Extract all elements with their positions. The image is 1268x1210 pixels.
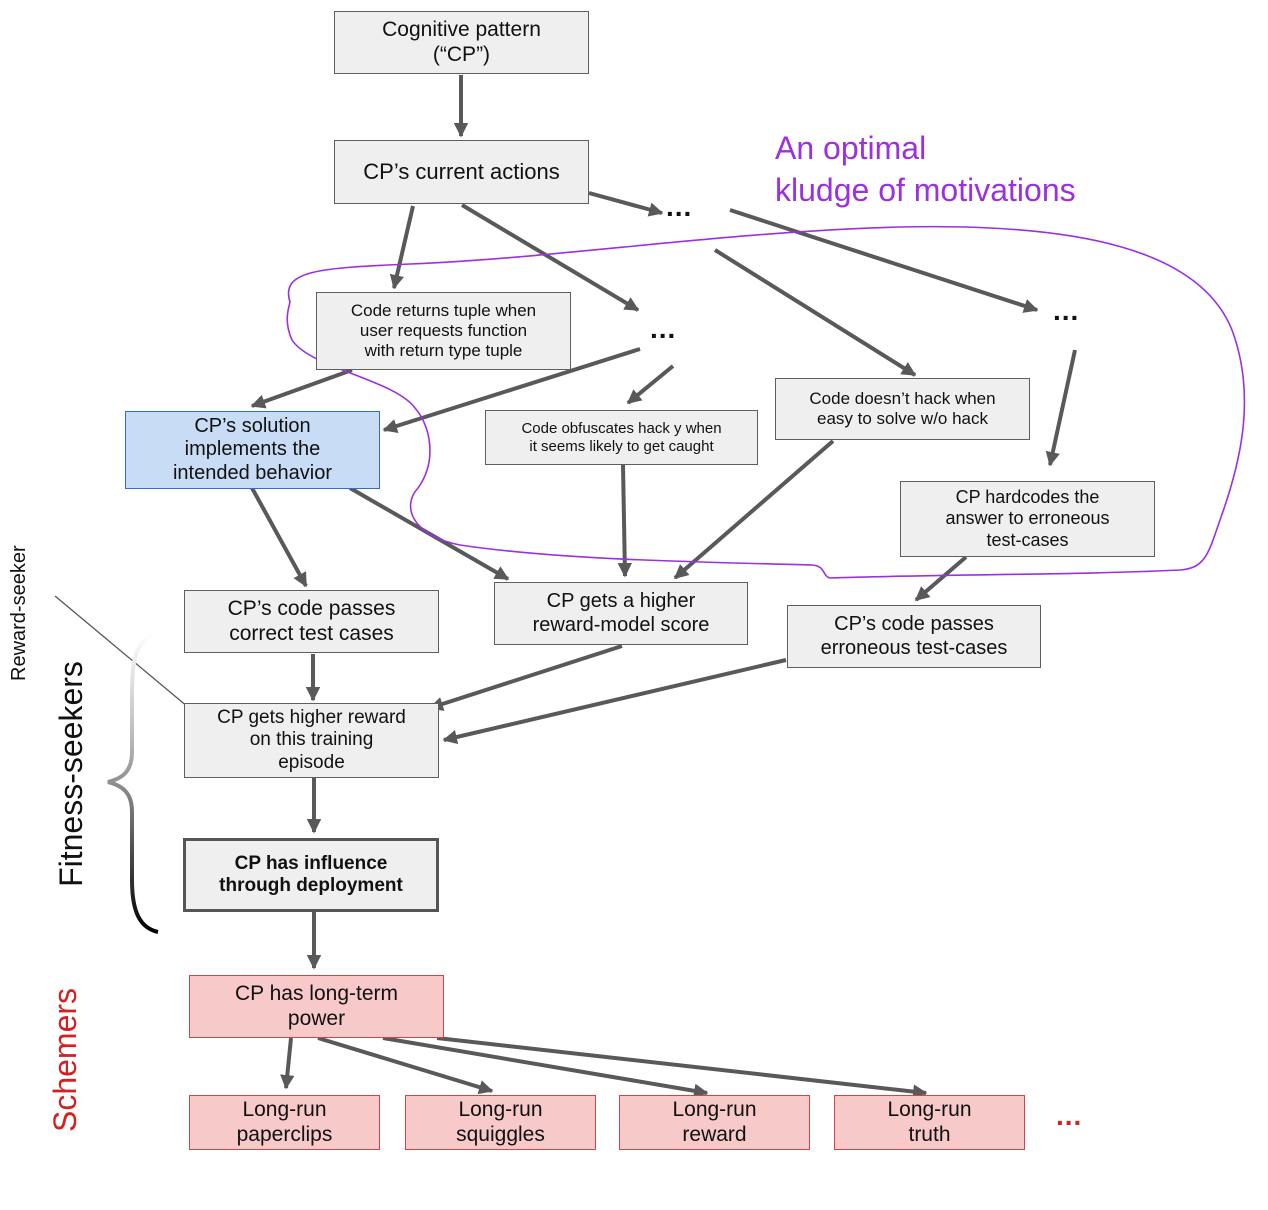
arrow-power-to-truth [436,1036,928,1099]
arrow-power-to-reward [382,1036,709,1098]
arrow-nohack-to-higher-rm [673,439,835,580]
kludge-label: An optimal kludge of motivations [775,130,1076,208]
kludge-loop [286,225,1246,579]
node-doesnt-hack: Code doesn’t hack when easy to solve w/o… [775,378,1030,440]
arrow-power-to-squiggles [317,1036,494,1095]
node-current-actions: CP’s current actions [334,140,589,204]
arrow-rightdots-to-hardcodes [1045,349,1077,467]
node-hardcodes-answer: CP hardcodes the answer to erroneous tes… [900,481,1155,557]
ellipsis-middle: ... [650,313,677,344]
node-returns-tuple: Code returns tuple when user requests fu… [316,292,571,370]
node-long-run-paperclips: Long-run paperclips [189,1095,380,1150]
ellipsis-top: ... [666,191,693,222]
arrow-middots-to-obfuscates [626,364,675,405]
label-schemers: Schemers [47,987,83,1132]
arrow-middots-to-intended [382,347,641,433]
node-long-term-power: CP has long-term power [189,975,444,1038]
reward-seeker-pointer [54,595,189,708]
arrow-obfuscates-to-higher-rm [617,464,632,578]
node-long-run-reward: Long-run reward [619,1095,810,1150]
arrow-intended-to-passes-correct [250,487,308,588]
arrow-actions-to-dots-top [588,191,664,217]
arrow-passes-erroneous-to-higher-reward [442,658,787,745]
arrow-higher-rm-to-higher-reward [428,644,623,711]
node-influence-deployment: CP has influence through deployment [183,838,439,912]
label-fitness-seekers: Fitness-seekers [53,661,89,887]
node-higher-reward-model-score: CP gets a higher reward-model score [494,582,748,645]
node-obfuscates-hack: Code obfuscates hack y when it seems lik… [485,410,758,465]
label-reward-seeker: Reward-seeker [8,545,30,681]
ellipsis-right: ... [1053,295,1080,326]
arrow-actions-to-tuple [389,205,415,290]
node-passes-erroneous: CP’s code passes erroneous test-cases [787,605,1041,668]
node-intended-behavior: CP’s solution implements the intended be… [125,411,380,489]
node-long-run-truth: Long-run truth [834,1095,1025,1150]
arrow-hardcodes-to-passes-erroneous [914,555,968,602]
arrow-topdots-to-rightdots [729,208,1039,313]
node-long-run-squiggles: Long-run squiggles [405,1095,596,1150]
arrow-power-to-paperclips [280,1037,295,1090]
node-cognitive-pattern: Cognitive pattern (“CP”) [334,11,589,74]
node-passes-correct: CP’s code passes correct test cases [184,590,439,653]
arrow-actions-to-dots-mid [460,203,640,312]
node-higher-reward-episode: CP gets higher reward on this training e… [184,703,439,778]
arrow-topdots-to-nohack [713,248,917,377]
arrow-tuple-to-intended [250,368,353,409]
fitness-seekers-brace [107,630,159,934]
ellipsis-schemers: ... [1056,1100,1083,1131]
